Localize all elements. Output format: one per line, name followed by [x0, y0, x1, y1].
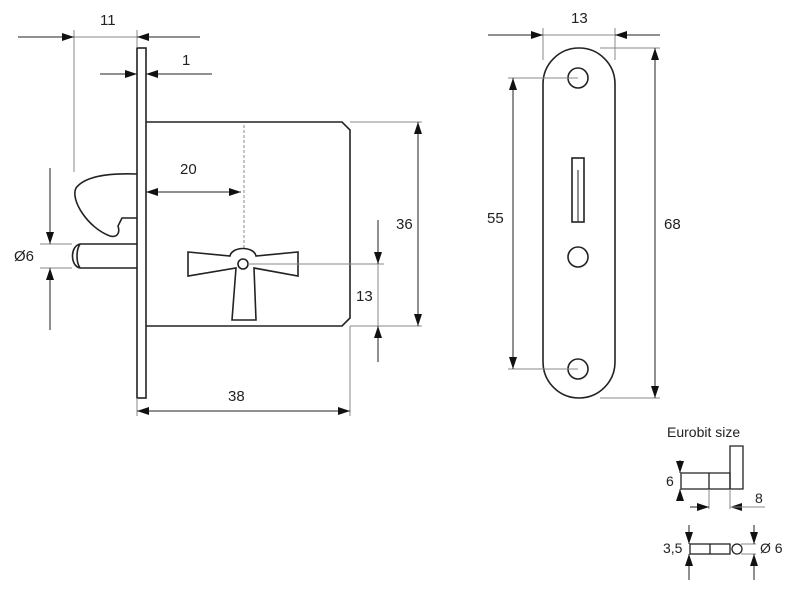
- dim-11: 11: [100, 12, 116, 29]
- dim-13-key: 13: [356, 288, 373, 305]
- dim-68: 68: [664, 216, 681, 233]
- eurobit-dim-8: 8: [755, 490, 763, 506]
- lock-body: [146, 121, 351, 327]
- hook-bolt: [74, 173, 138, 238]
- front-dimensions: [488, 28, 660, 399]
- dim-pin-diameter: Ø6: [14, 248, 35, 265]
- key-escutcheon: [187, 247, 299, 321]
- dim-55: 55: [487, 210, 504, 227]
- key-hole-front: [567, 246, 589, 268]
- side-dimensions: [18, 30, 422, 416]
- faceplate: [136, 47, 147, 399]
- eurobit-detail: [680, 445, 744, 555]
- eurobit-dimensions: [676, 460, 765, 580]
- dim-20: 20: [180, 161, 197, 178]
- eurobit-title: Eurobit size: [667, 424, 741, 440]
- front-view: [542, 47, 616, 399]
- eurobit-dim-6: 6: [666, 473, 674, 489]
- dim-13-plate: 13: [571, 10, 588, 27]
- dim-36: 36: [396, 216, 413, 233]
- dim-1: 1: [182, 52, 191, 69]
- front-plate: [542, 47, 616, 399]
- side-view: [71, 47, 351, 399]
- dim-38: 38: [228, 388, 245, 405]
- eurobit-dim-diameter: Ø 6: [760, 540, 783, 556]
- pin: [71, 243, 137, 269]
- eurobit-dim-3-5: 3,5: [663, 540, 683, 556]
